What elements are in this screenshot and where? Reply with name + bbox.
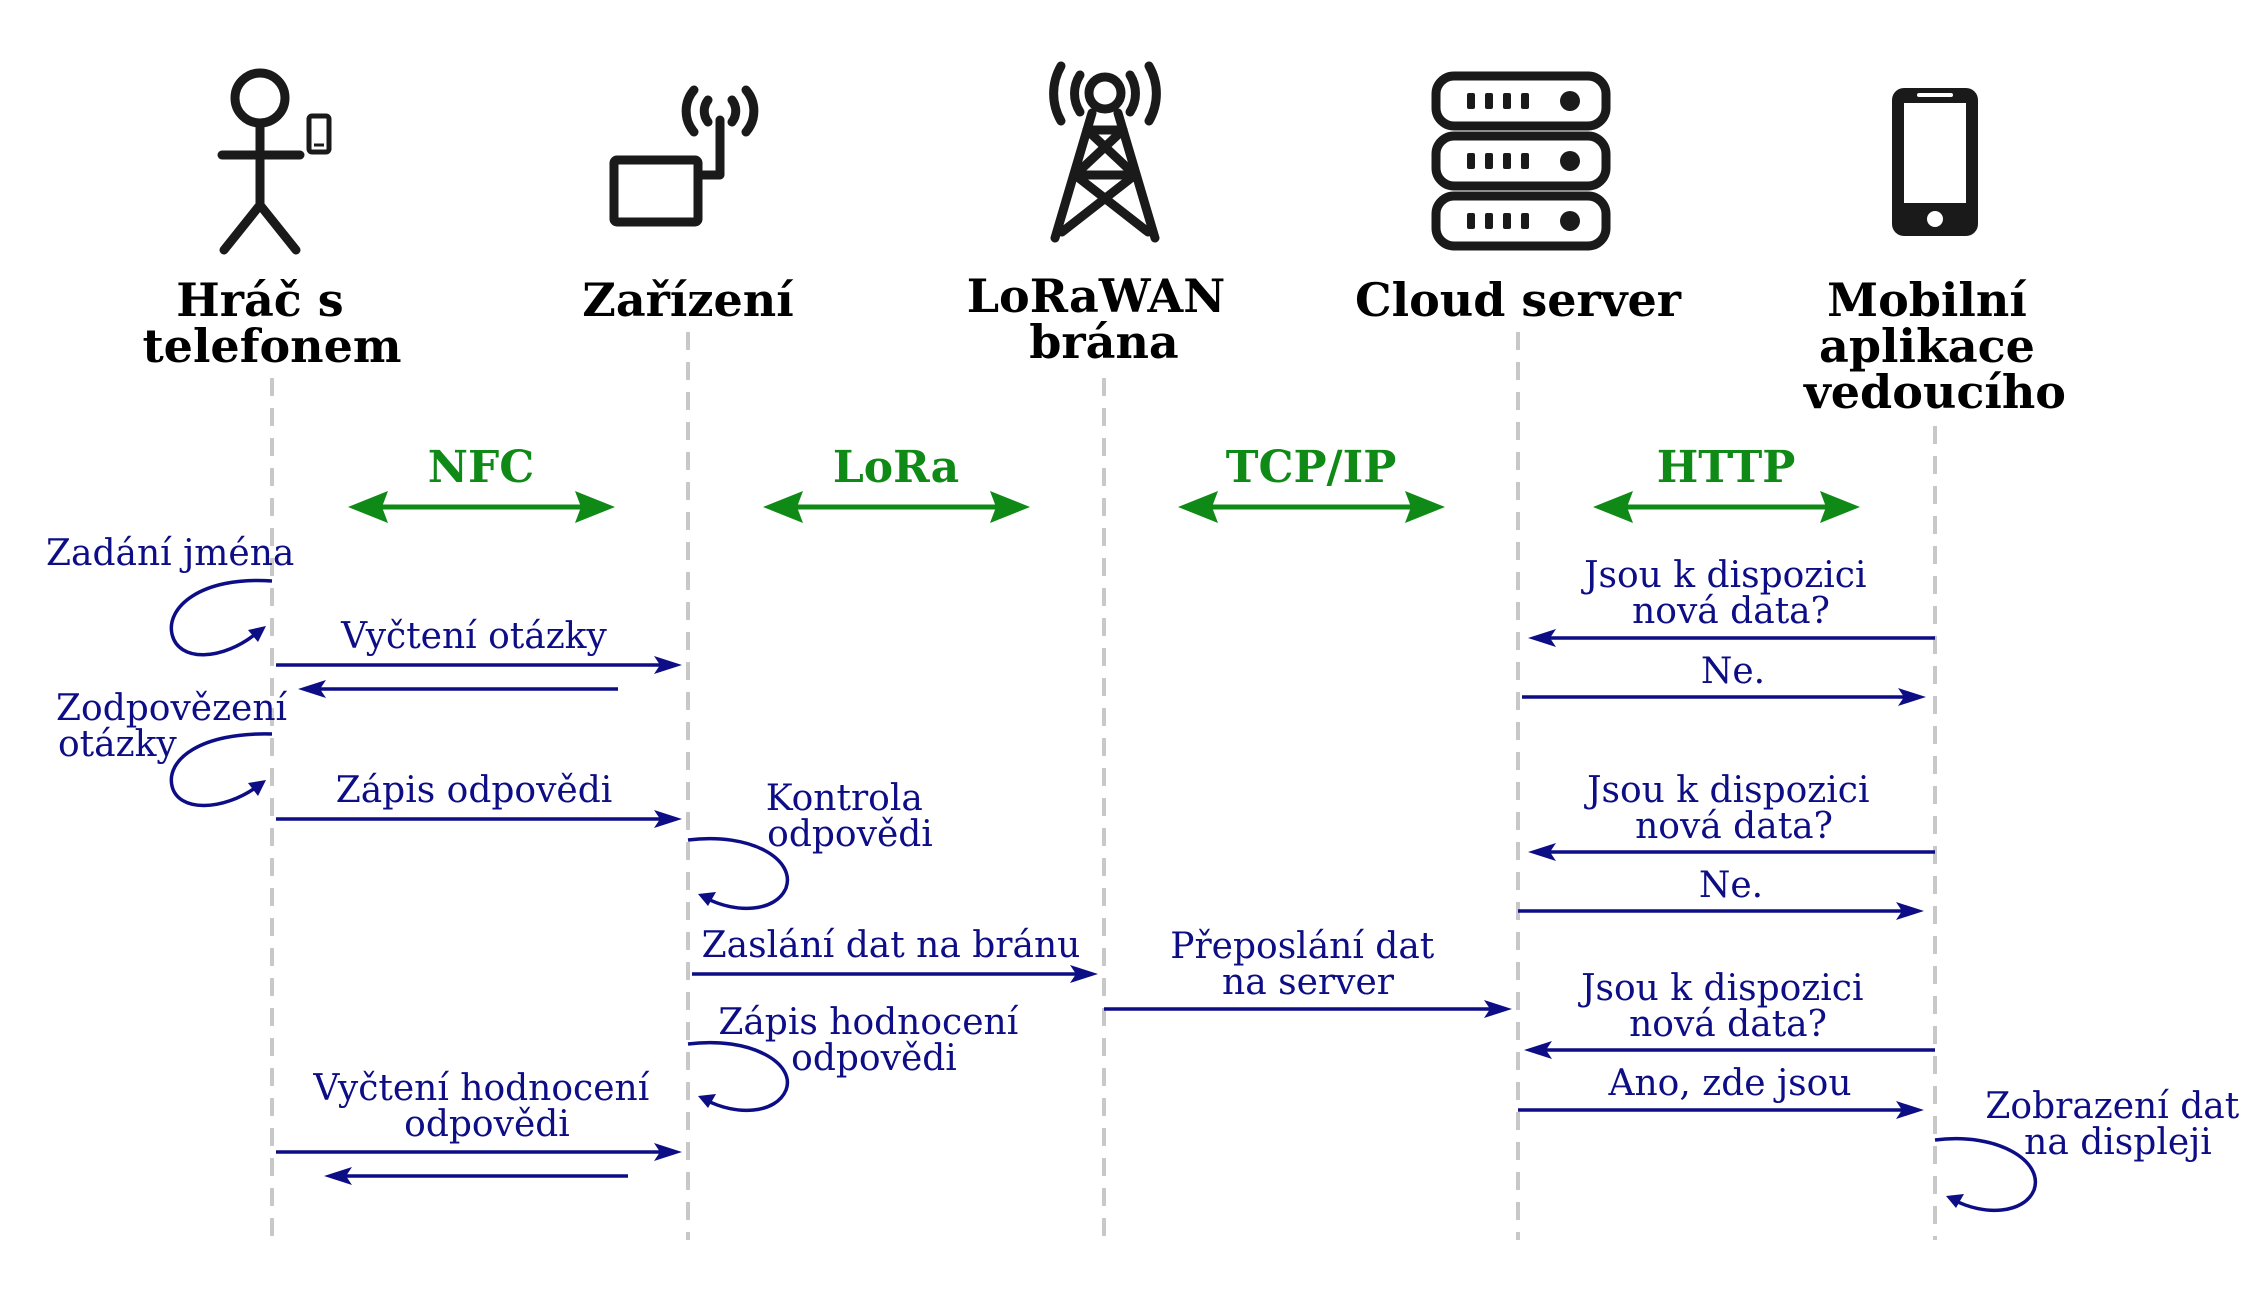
- message-label-query-2: Jsou k dispozici nová data?: [1583, 770, 1881, 847]
- message-label-query-3: Jsou k dispozici nová data?: [1577, 968, 1875, 1045]
- message-label-reply-1: Ne.: [1701, 651, 1765, 692]
- message-display-data: Zobrazení dat na displeji: [1934, 1086, 2244, 1213]
- message-write-evaluation: Zápis hodnocení odpovědi: [687, 1002, 1029, 1113]
- message-answer-question: Zodpovězení otázky: [56, 688, 299, 808]
- message-read-question: Vyčtení otázky: [276, 616, 682, 698]
- protocol-nfc: NFC: [348, 442, 615, 523]
- device-antenna-icon: [609, 85, 759, 227]
- message-label-read-question: Vyčtení otázky: [340, 616, 607, 657]
- lorawan-tower-icon: [1049, 61, 1161, 243]
- participant-label-gateway: LoRaWAN brána: [967, 269, 1242, 369]
- message-label-write-evaluation: Zápis hodnocení odpovědi: [718, 1002, 1029, 1079]
- message-label-write-answer: Zápis odpovědi: [336, 770, 613, 811]
- protocol-label-nfc: NFC: [428, 442, 534, 493]
- message-label-forward-to-server: Přeposlání dat na server: [1170, 926, 1445, 1003]
- message-check-answer: Kontrola odpovědi: [687, 778, 935, 911]
- stick-figure-with-phone-icon: [217, 68, 332, 255]
- message-send-to-gateway: Zaslání dat na bránu: [692, 925, 1098, 983]
- message-query-1: Jsou k dispozici nová data?: [1528, 555, 1935, 647]
- message-read-evaluation: Vyčtení hodnocení odpovědi: [276, 1068, 682, 1185]
- message-label-reply-2: Ne.: [1699, 865, 1763, 906]
- message-label-read-evaluation: Vyčtení hodnocení odpovědi: [312, 1068, 660, 1145]
- message-enter-name: Zadání jména: [46, 533, 294, 657]
- message-reply-3: Ano, zde jsou: [1518, 1063, 1924, 1119]
- participant-label-cloud: Cloud server: [1355, 273, 1682, 327]
- protocol-label-http: HTTP: [1657, 442, 1796, 493]
- message-label-enter-name: Zadání jména: [46, 533, 294, 574]
- protocols: NFC LoRa TCP/IP HTTP: [348, 442, 1860, 523]
- message-query-3: Jsou k dispozici nová data?: [1524, 968, 1935, 1059]
- participant-label-player: Hráč s telefonem: [142, 273, 401, 373]
- message-label-send-to-gateway: Zaslání dat na bránu: [702, 925, 1081, 966]
- server-rack-icon: [1431, 71, 1611, 251]
- message-label-reply-3: Ano, zde jsou: [1608, 1063, 1852, 1104]
- message-reply-2: Ne.: [1518, 865, 1924, 920]
- protocol-lora: LoRa: [763, 442, 1030, 523]
- message-label-check-answer: Kontrola odpovědi: [766, 778, 935, 855]
- protocol-label-tcpip: TCP/IP: [1226, 442, 1397, 493]
- message-label-query-1: Jsou k dispozici nová data?: [1580, 555, 1878, 632]
- protocol-tcpip: TCP/IP: [1178, 442, 1445, 523]
- message-label-answer-question: Zodpovězení otázky: [56, 688, 299, 765]
- protocol-label-lora: LoRa: [833, 442, 959, 493]
- message-reply-1: Ne.: [1522, 651, 1926, 706]
- lifelines: [270, 332, 1937, 1240]
- participant-label-device: Zařízení: [582, 273, 794, 327]
- participant-label-app: Mobilní aplikace vedoucího: [1803, 273, 2066, 419]
- participant-headers: Hráč s telefonem Zařízení LoRaWAN brána …: [142, 269, 2066, 419]
- message-forward-to-server: Přeposlání dat na server: [1104, 926, 1512, 1018]
- message-label-display-data: Zobrazení dat na displeji: [1985, 1086, 2244, 1163]
- message-query-2: Jsou k dispozici nová data?: [1528, 770, 1935, 861]
- protocol-http: HTTP: [1593, 442, 1860, 523]
- message-write-answer: Zápis odpovědi: [276, 770, 682, 828]
- smartphone-icon: [1892, 88, 1978, 236]
